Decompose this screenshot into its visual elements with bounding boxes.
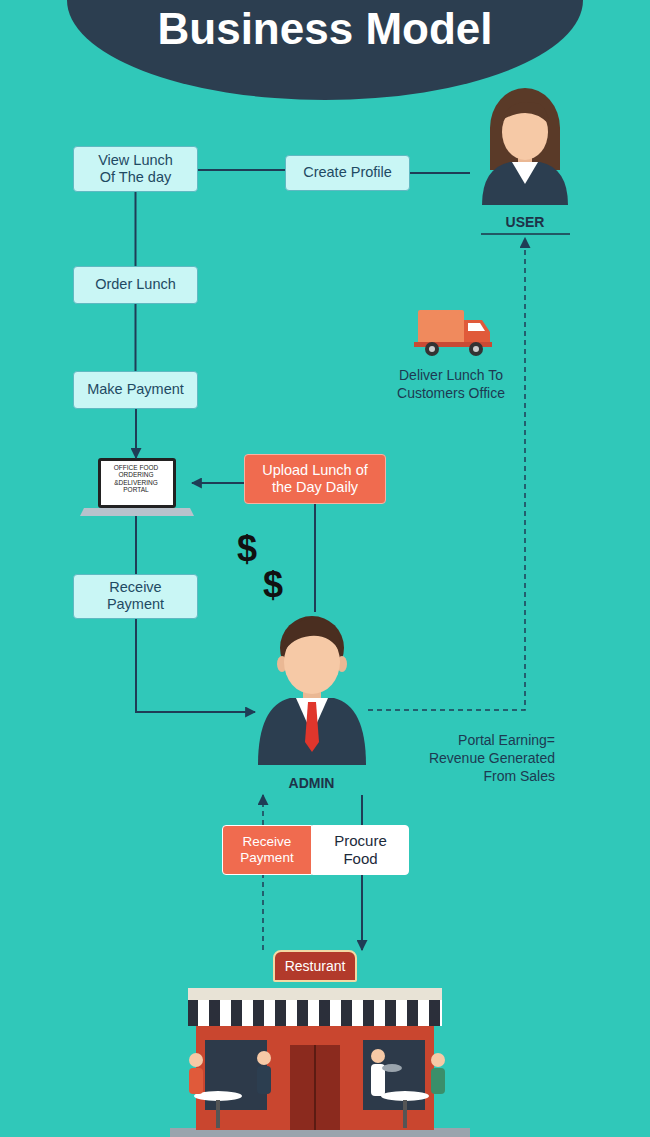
node-text: View Lunch Of The day [94, 152, 177, 187]
flow-connector [135, 516, 137, 574]
node-text: Upload Lunch of the Day Daily [255, 462, 375, 497]
flow-connector [192, 482, 244, 484]
note-text: Deliver Lunch To Customers Office [388, 366, 514, 402]
flow-connector [361, 795, 363, 825]
restaurant: Resturant [175, 950, 455, 1137]
flow-connector [198, 169, 285, 171]
process-box: Order Lunch [73, 266, 198, 304]
node-text: OFFICE FOOD ORDERING &DELIVERING PORTAL [102, 464, 170, 494]
portal-laptop: OFFICE FOOD ORDERING &DELIVERING PORTAL [80, 458, 192, 516]
process-box: Receive Payment [73, 574, 198, 619]
dashed-connector [262, 795, 264, 825]
restaurant-building [170, 988, 470, 1137]
flow-connector [410, 172, 470, 174]
admin-figure [258, 616, 366, 765]
node-text: Receive Payment [231, 834, 303, 866]
dollar-symbol: $ [232, 526, 262, 573]
dashed-connector [262, 875, 264, 950]
flow-connector [135, 192, 137, 266]
user-figure [481, 88, 570, 234]
laptop [80, 458, 194, 516]
process-box: Upload Lunch of the Day Daily [244, 454, 386, 504]
user-actor: USER [470, 85, 580, 238]
node-text: ADMIN [289, 775, 335, 791]
node-text: USER [506, 214, 545, 230]
flow-connector [136, 619, 255, 712]
node-text: Order Lunch [95, 276, 176, 293]
flow-connector [314, 504, 316, 612]
diagram-title: Business Model [0, 4, 650, 54]
dollar-symbol: $ [258, 562, 288, 609]
process-box: Create Profile [285, 155, 410, 191]
process-box: View Lunch Of The day [73, 146, 198, 192]
delivery-truck [414, 310, 492, 356]
process-box: Procure Food [312, 825, 409, 875]
node-text: Procure Food [321, 832, 400, 868]
process-box: Make Payment [73, 371, 198, 409]
node-text: Resturant [273, 950, 358, 982]
note-text: Portal Earning= Revenue Generated From S… [418, 731, 555, 786]
process-box: Receive Payment [222, 825, 312, 875]
node-text: Receive Payment [82, 579, 189, 614]
flow-connector [135, 304, 137, 371]
node-text: Make Payment [87, 381, 184, 398]
node-text: Create Profile [303, 164, 392, 181]
admin-actor: ADMIN [255, 612, 368, 795]
flow-connector [361, 875, 363, 950]
dashed-connector [368, 238, 525, 710]
flow-connector [135, 409, 137, 458]
